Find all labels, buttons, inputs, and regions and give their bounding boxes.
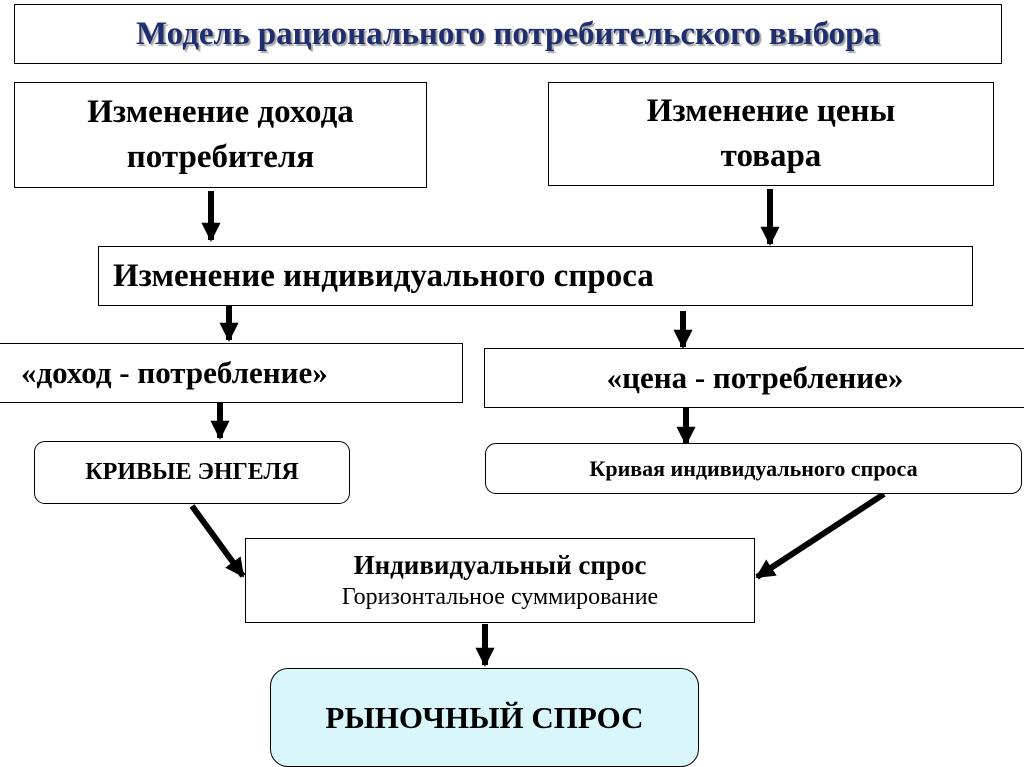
income-change-box: Изменение дохода потребителя <box>14 82 427 188</box>
income-change-line-2: потребителя <box>126 139 315 175</box>
diagram-title: Модель рационального потребительского вы… <box>14 4 1002 64</box>
income-consumption-box: «доход - потребление» <box>0 343 463 403</box>
price-change-line-2: товара <box>720 138 822 174</box>
market-demand-box: РЫНОЧНЫЙ СПРОС <box>270 668 699 767</box>
price-consumption-box: «цена - потребление» <box>484 348 1024 408</box>
engel-curves-text: КРИВЫЕ ЭНГЕЛЯ <box>85 459 299 485</box>
individual-demand-change-box: Изменение индивидуального спроса <box>98 246 973 306</box>
price-consumption-text: «цена - потребление» <box>606 360 904 395</box>
income-consumption-text: «доход - потребление» <box>21 355 328 390</box>
diagram-title-text: Модель рационального потребительского вы… <box>135 15 881 52</box>
arrow-engel-to-individual-demand <box>189 504 246 578</box>
individual-demand-box: Индивидуальный спрос Горизонтальное сумм… <box>245 538 755 623</box>
individual-demand-curve-text: Кривая индивидуального спроса <box>589 455 918 481</box>
individual-demand-curve-box: Кривая индивидуального спроса <box>485 443 1022 494</box>
price-change-line-1: Изменение цены <box>646 93 896 130</box>
engel-curves-box: КРИВЫЕ ЭНГЕЛЯ <box>34 441 350 504</box>
market-demand-text: РЫНОЧНЫЙ СПРОС <box>325 699 644 735</box>
individual-demand-change-text: Изменение индивидуального спроса <box>113 257 654 294</box>
horizontal-summation-text: Горизонтальное суммирование <box>341 584 659 611</box>
income-change-line-1: Изменение дохода <box>87 94 354 131</box>
individual-demand-text: Индивидуальный спрос <box>353 549 647 580</box>
arrow-curve-to-individual-demand <box>755 491 886 580</box>
price-change-box: Изменение цены товара <box>548 82 994 186</box>
